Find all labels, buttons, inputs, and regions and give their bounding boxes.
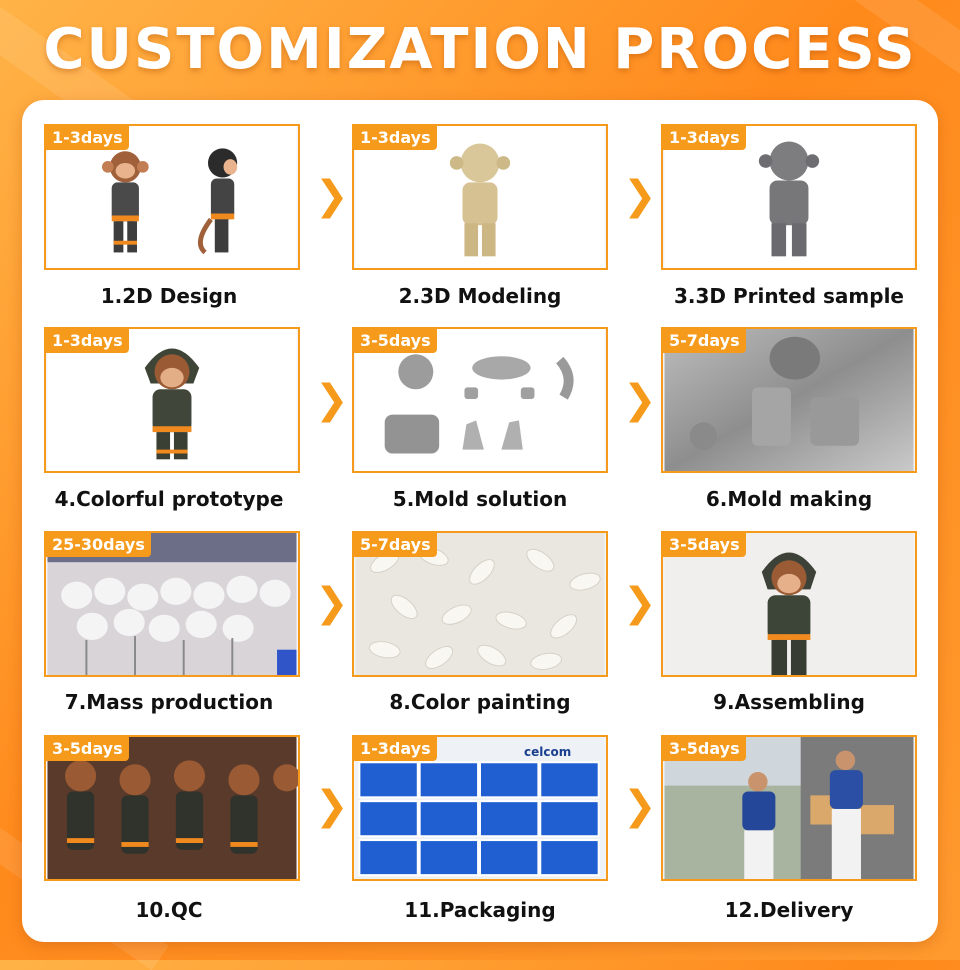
step-label: 7.Mass production <box>64 690 274 714</box>
duration-badge: 3-5days <box>663 533 746 557</box>
step-label: 9.Assembling <box>713 690 865 714</box>
duration-badge: 5-7days <box>354 533 437 557</box>
step-label: 1.2D Design <box>100 284 238 308</box>
chevron-right-icon: ❯ <box>315 377 349 423</box>
step-label: 5.Mold solution <box>392 487 568 511</box>
step-label: 4.Colorful prototype <box>54 487 284 511</box>
box-brand-text: celcom <box>524 745 572 759</box>
duration-badge: 3-5days <box>663 737 746 761</box>
mold-parts-illustration <box>355 329 605 471</box>
step-card-mold-solution: 3-5days <box>352 327 608 473</box>
step-card-3d-modeling: 1-3days <box>352 124 608 270</box>
duration-badge: 1-3days <box>354 737 437 761</box>
page-title: CUSTOMIZATION PROCESS <box>43 17 917 82</box>
duration-badge: 5-7days <box>663 329 746 353</box>
duration-badge: 1-3days <box>46 329 129 353</box>
step-label: 8.Color painting <box>389 690 571 714</box>
duration-badge: 3-5days <box>46 737 129 761</box>
chevron-right-icon: ❯ <box>315 173 349 219</box>
chevron-right-icon: ❯ <box>623 580 657 626</box>
duration-badge: 1-3days <box>46 126 129 150</box>
step-card-3d-printed-sample: 1-3days <box>661 124 917 270</box>
duration-badge: 1-3days <box>354 126 437 150</box>
step-label: 12.Delivery <box>724 898 854 922</box>
assembled-figure-photo <box>664 533 914 675</box>
step-label: 3.3D Printed sample <box>674 284 904 308</box>
step-card-color-painting: 5-7days <box>352 531 608 677</box>
chevron-right-icon: ❯ <box>623 173 657 219</box>
duration-badge: 1-3days <box>663 126 746 150</box>
step-label: 2.3D Modeling <box>398 284 562 308</box>
chevron-right-icon: ❯ <box>623 783 657 829</box>
step-card-colorful-prototype: 1-3days <box>44 327 300 473</box>
chevron-right-icon: ❯ <box>315 580 349 626</box>
step-label: 10.QC <box>135 898 203 922</box>
step-card-mold-making: 5-7days <box>661 327 917 473</box>
step-card-2d-design: 1-3days <box>44 124 300 270</box>
step-card-delivery: 3-5days <box>661 735 917 881</box>
duration-badge: 3-5days <box>354 329 437 353</box>
step-label: 11.Packaging <box>404 898 556 922</box>
chevron-right-icon: ❯ <box>315 783 349 829</box>
step-card-packaging: celcom 1-3days <box>352 735 608 881</box>
step-card-assembling: 3-5days <box>661 531 917 677</box>
step-card-mass-production: 25-30days <box>44 531 300 677</box>
duration-badge: 25-30days <box>46 533 151 557</box>
chevron-right-icon: ❯ <box>623 377 657 423</box>
step-card-qc: 3-5days <box>44 735 300 881</box>
step-label: 6.Mold making <box>705 487 873 511</box>
